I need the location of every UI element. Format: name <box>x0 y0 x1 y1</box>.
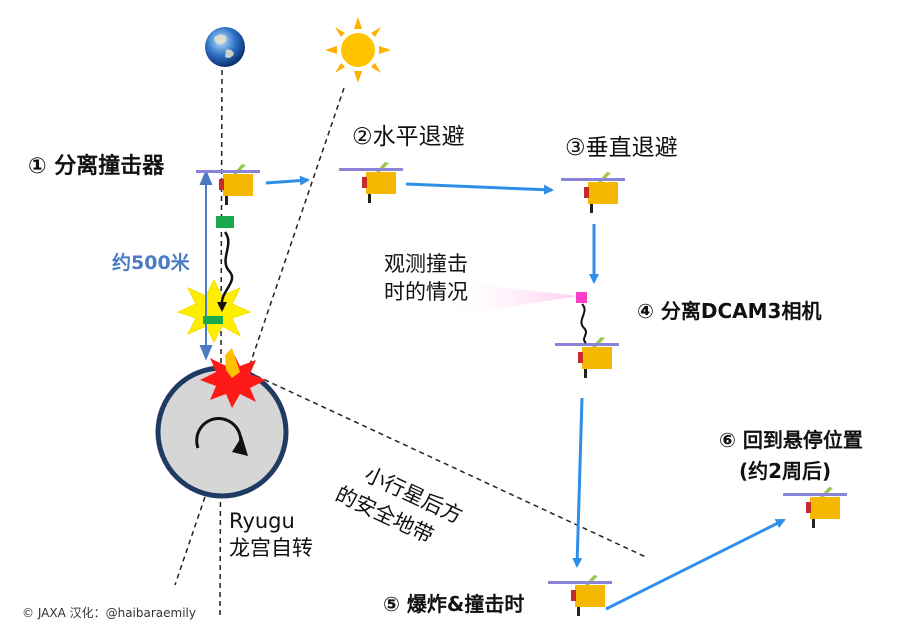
safe-zone-line <box>247 371 649 559</box>
step-5-label: ⑤ 爆炸&撞击时 <box>383 592 525 616</box>
impactor-icon <box>203 216 234 324</box>
spacecraft-position-6 <box>783 487 847 528</box>
trajectory-arrows <box>265 175 786 611</box>
impactor-explosion-icon <box>176 278 252 344</box>
sun-icon <box>325 17 391 83</box>
step-6-line1: ⑥ 回到悬停位置 <box>719 428 863 452</box>
step-2-label: ②水平退避 <box>352 124 465 150</box>
sun-direction-line <box>174 87 345 586</box>
sight-lines <box>174 69 649 616</box>
step-6-label: ⑥ 回到悬停位置 (约2周后) <box>719 424 863 484</box>
step-3-label: ③垂直退避 <box>565 135 678 161</box>
explosion-icon <box>200 348 266 408</box>
spacecraft-position-3 <box>561 172 625 213</box>
arrow-1-to-2 <box>265 175 310 186</box>
observe-label: 观测撞击 时的情况 <box>384 250 468 306</box>
earth-icon <box>205 27 245 67</box>
arrow-5-to-6 <box>605 518 786 611</box>
observe-line1: 观测撞击 <box>384 252 468 276</box>
earth-direction-line <box>219 69 223 616</box>
dcam3-camera-icon <box>440 280 587 344</box>
rotation-arrow-icon <box>195 417 243 449</box>
distance-label: 约500米 <box>112 252 190 274</box>
spacecraft-position-2 <box>339 162 403 203</box>
observe-line2: 时的情况 <box>384 280 468 304</box>
credit-text: © JAXA 汉化：@haibaraemily <box>22 606 196 620</box>
arrow-4-to-5 <box>572 397 584 568</box>
ryugu-line1: Ryugu <box>229 509 295 533</box>
arrow-2-to-3 <box>405 182 554 195</box>
step-4-label: ④ 分离DCAM3相机 <box>637 299 822 323</box>
ryugu-label: Ryugu 龙宫自转 <box>229 508 313 562</box>
spacecraft-position-5 <box>548 575 612 616</box>
step-1-label: ① 分离撞击器 <box>28 154 165 179</box>
spacecraft-position-4 <box>555 337 619 378</box>
step-6-line2: (约2周后) <box>739 459 832 483</box>
ryugu-line2: 龙宫自转 <box>229 536 313 560</box>
